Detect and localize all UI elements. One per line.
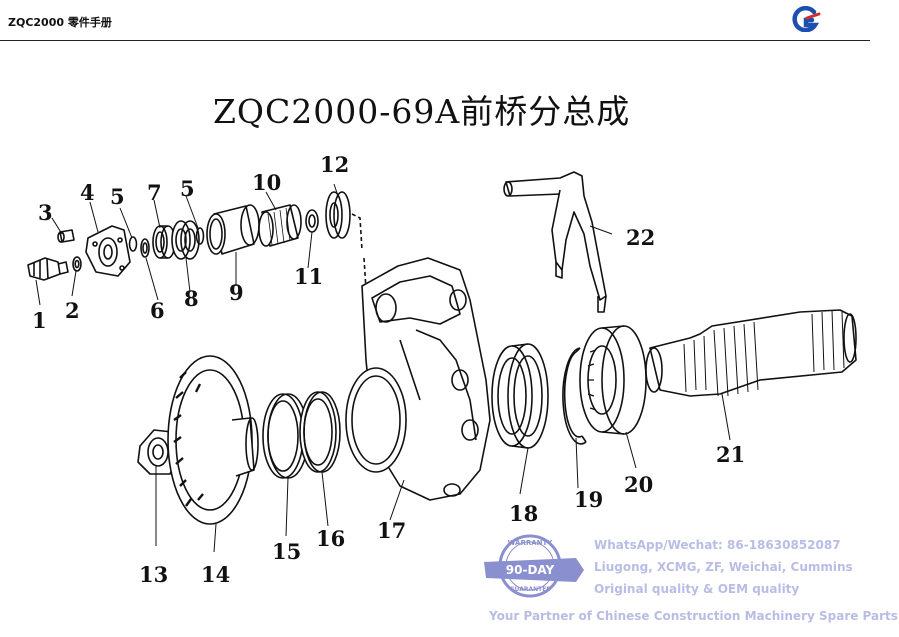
callout-5b: 5 <box>180 176 195 201</box>
part-16-seal <box>299 391 341 473</box>
callout-15: 15 <box>272 539 301 564</box>
part-6-ring <box>140 238 150 258</box>
part-17-housing <box>345 257 491 501</box>
leader-lines <box>35 183 731 553</box>
manual-title: ZQC2000 零件手册 <box>8 16 112 29</box>
watermark-quality: Original quality & OEM quality <box>594 582 800 596</box>
watermark-brands: Liugong, XCMG, ZF, Weichai, Cummins <box>594 560 853 574</box>
callout-2: 2 <box>65 298 80 323</box>
callout-13: 13 <box>139 562 168 587</box>
callout-17: 17 <box>377 518 406 543</box>
part-11-ring <box>305 209 319 233</box>
part-20-gear-hub <box>579 325 647 435</box>
callout-8: 8 <box>184 286 199 311</box>
header-divider <box>0 40 870 41</box>
part-8-bearing <box>171 220 200 260</box>
part-19-snap-ring <box>562 347 587 445</box>
part-22-shift-fork <box>503 171 607 313</box>
part-9-sleeve <box>206 204 260 255</box>
callout-20: 20 <box>624 472 653 497</box>
callout-4: 4 <box>80 180 95 205</box>
callout-5a: 5 <box>110 184 125 209</box>
badge-bottom-text: GUARANTEE <box>510 586 551 593</box>
callout-10: 10 <box>252 170 281 195</box>
callout-1: 1 <box>32 308 47 333</box>
part-5-ring-left <box>128 236 138 252</box>
warranty-badge-icon: WARRANTY 90-DAY GUARANTEE <box>484 534 584 598</box>
part-1-connector <box>27 257 69 281</box>
part-14-flange-gear <box>167 355 259 525</box>
callout-12: 12 <box>320 152 349 177</box>
diagram-title: ZQC2000-69A前桥分总成 <box>213 92 631 131</box>
callout-14: 14 <box>201 562 230 587</box>
callout-16: 16 <box>316 526 345 551</box>
brand-logo-icon <box>792 6 821 32</box>
part-4-flange-cover <box>85 225 131 277</box>
part-12-gear-ring <box>325 191 351 239</box>
callout-19: 19 <box>574 487 603 512</box>
badge-top-text: WARRANTY <box>508 539 554 547</box>
badge-mid-text: 90-DAY <box>506 563 555 577</box>
callout-21: 21 <box>716 442 745 467</box>
callout-9: 9 <box>229 280 244 305</box>
watermark-contact: WhatsApp/Wechat: 86-18630852087 <box>594 538 841 552</box>
part-5-ring-right <box>195 227 205 245</box>
callout-11: 11 <box>294 264 323 289</box>
part-7-bearing <box>152 225 176 259</box>
callout-22: 22 <box>626 225 655 250</box>
callout-3: 3 <box>38 200 53 225</box>
callout-6: 6 <box>150 298 165 323</box>
part-18-bearing <box>491 343 549 449</box>
callout-numbers: 1 2 3 4 5 5 6 7 8 9 10 11 12 13 14 15 16… <box>32 152 745 587</box>
callout-7: 7 <box>147 180 162 205</box>
part-21-splined-shaft <box>645 309 857 397</box>
callout-18: 18 <box>509 501 538 526</box>
watermark-tagline: Your Partner of Chinese Construction Mac… <box>489 609 898 623</box>
part-2-washer <box>72 256 82 272</box>
part-3-plug <box>57 229 75 243</box>
part-10-needle-bearing <box>258 204 302 247</box>
